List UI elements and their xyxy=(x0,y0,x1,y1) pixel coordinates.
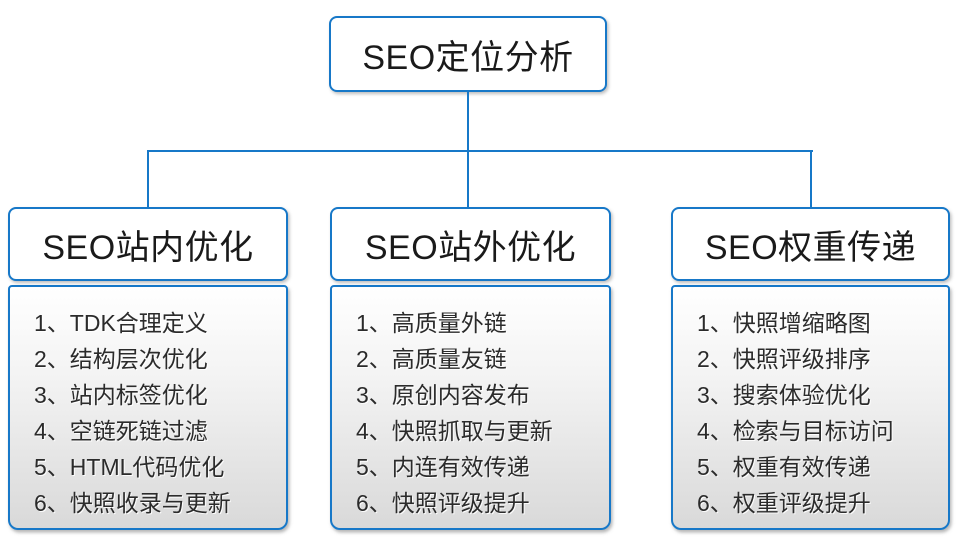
root-node-seo-positioning: SEO定位分析 xyxy=(329,16,607,92)
connector-drop-left xyxy=(147,151,149,207)
list-item: 1、快照增缩略图 xyxy=(697,310,871,336)
branch-node-weight-transfer: SEO权重传递 xyxy=(671,207,950,281)
root-node-label: SEO定位分析 xyxy=(362,38,574,77)
connector-drop-right xyxy=(810,151,812,207)
list-item: 1、高质量外链 xyxy=(356,310,507,336)
branch-node-onsite-optimization: SEO站内优化 xyxy=(8,207,288,281)
branch-node-offsite-optimization: SEO站外优化 xyxy=(330,207,611,281)
branch-node-label: SEO站外优化 xyxy=(364,228,577,267)
list-item: 3、搜索体验优化 xyxy=(697,382,871,408)
list-item: 5、HTML代码优化 xyxy=(34,454,225,480)
list-item: 4、检索与目标访问 xyxy=(697,418,894,444)
list-item: 4、空链死链过滤 xyxy=(34,418,208,444)
branch-panel-onsite-optimization: 1、TDK合理定义 2、结构层次优化 3、站内标签优化 4、空链死链过滤 5、H… xyxy=(8,285,288,530)
list-item: 1、TDK合理定义 xyxy=(34,310,208,336)
connector-horizontal xyxy=(147,150,813,152)
branch-node-label: SEO权重传递 xyxy=(704,228,917,267)
list-item: 6、快照评级提升 xyxy=(356,490,530,516)
list-item: 2、高质量友链 xyxy=(356,346,507,372)
branch-panel-weight-transfer: 1、快照增缩略图 2、快照评级排序 3、搜索体验优化 4、检索与目标访问 5、权… xyxy=(671,285,950,530)
list-item: 5、权重有效传递 xyxy=(697,454,871,480)
list-item: 2、结构层次优化 xyxy=(34,346,208,372)
connector-root-stem xyxy=(467,92,469,151)
list-item: 6、权重评级提升 xyxy=(697,490,871,516)
list-item: 4、快照抓取与更新 xyxy=(356,418,553,444)
connector-drop-middle xyxy=(467,151,469,207)
list-item: 5、内连有效传递 xyxy=(356,454,530,480)
branch-panel-offsite-optimization: 1、高质量外链 2、高质量友链 3、原创内容发布 4、快照抓取与更新 5、内连有… xyxy=(330,285,611,530)
list-item: 2、快照评级排序 xyxy=(697,346,871,372)
list-item: 3、站内标签优化 xyxy=(34,382,208,408)
list-item: 3、原创内容发布 xyxy=(356,382,530,408)
list-item: 6、快照收录与更新 xyxy=(34,490,231,516)
branch-node-label: SEO站内优化 xyxy=(42,228,254,267)
